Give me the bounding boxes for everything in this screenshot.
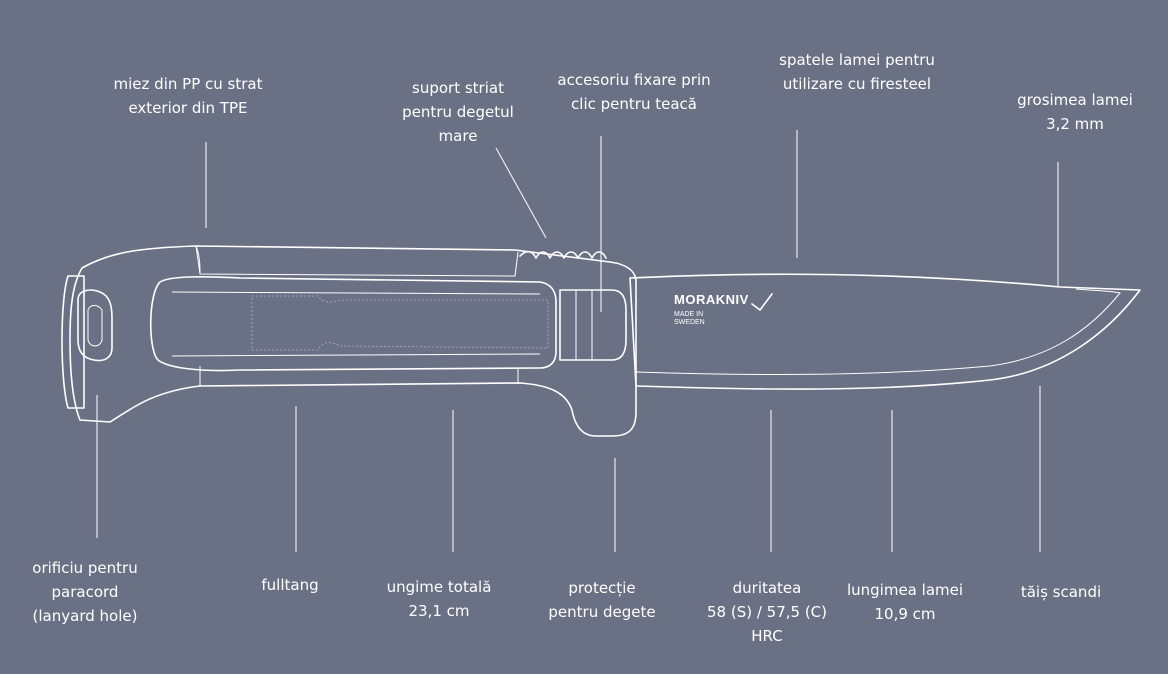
grip-panel-outline (149, 276, 557, 372)
label-fulltang: fulltang (261, 576, 319, 594)
label-hardness: duritatea 58 (S) / 57,5 (C) HRC (706, 579, 828, 645)
morakniv-logo: MORAKNIV MADE IN SWEDEN (674, 293, 749, 327)
lanyard-hole-inner (87, 305, 103, 347)
ferrule-lines (575, 290, 593, 360)
label-finger-guard: protecție pentru degete (548, 579, 656, 621)
leader-thumb-grip (495, 147, 547, 239)
pommel-outline (61, 275, 85, 409)
lanyard-hole-outline (77, 289, 113, 362)
morakniv-logo-mark (751, 293, 773, 311)
finger-guard-outline (559, 289, 627, 361)
logo-made-in: MADE IN (674, 311, 704, 318)
label-blade-thickness: grosimea lamei 3,2 mm (1017, 91, 1133, 133)
grip-panel-inner (171, 291, 541, 357)
label-scandi-edge: tăiș scandi (1020, 583, 1102, 601)
label-clip-accessory: accesoriu fixare prin clic pentru teacă (557, 71, 711, 113)
handle-top-band (195, 245, 519, 277)
label-core-material: miez din PP cu strat exterior din TPE (113, 75, 263, 117)
logo-sweden: SWEDEN (674, 319, 705, 326)
label-lanyard-hole: orificiu pentru paracord (lanyard hole) (32, 559, 138, 625)
thumb-grooves (519, 250, 607, 259)
label-blade-spine: spatele lamei pentru utilizare cu firest… (779, 51, 935, 93)
label-total-length: ungime totală 23,1 cm (386, 578, 492, 620)
blade-outline (629, 273, 1141, 390)
label-thumb-grip: suport striat pentru degetul mare (402, 79, 514, 145)
handle-outline (69, 245, 637, 437)
handle-bottom-band (199, 366, 519, 386)
fulltang-ghost (251, 295, 549, 351)
scandi-grind-line (635, 288, 1121, 375)
logo-brand: MORAKNIV (674, 292, 749, 307)
label-blade-length: lungimea lamei 10,9 cm (846, 581, 964, 623)
